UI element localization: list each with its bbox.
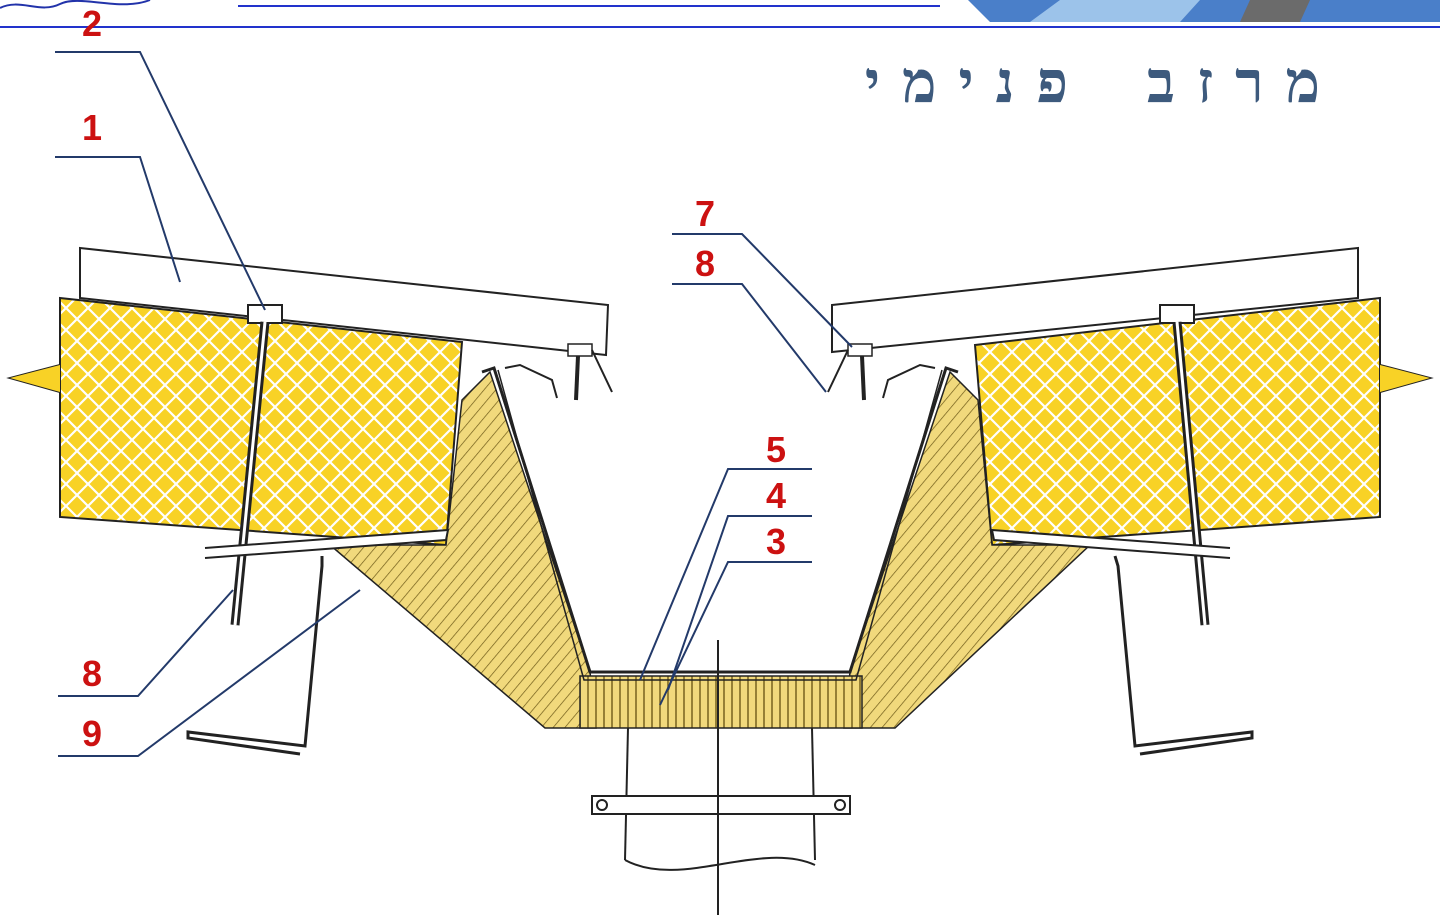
right-panel-top-sheet [831,246,1359,354]
leader-lines [55,51,853,757]
left-wool-wedge [327,370,597,729]
gutter-trough [481,363,959,681]
right-bottom-plate [990,528,1231,559]
left-edge-screw [567,343,613,401]
pipe-clamp [591,795,851,815]
leader-8-top [672,283,827,393]
leader-8-bottom [58,589,234,697]
logo-icon [0,0,151,9]
left-panel-top-sheet [79,246,610,357]
leader-3 [659,561,812,706]
support-brackets [186,528,1254,756]
left-panel [6,246,610,547]
drain-pipe [591,640,851,915]
right-gutter-flange [882,363,936,399]
right-wool-wedge [843,370,1092,729]
callout-1: 1 [82,107,103,148]
page-title: מרזב פנימי [864,48,1342,116]
leader-9 [58,589,361,757]
leader-5 [639,468,812,681]
leader-2 [55,51,266,311]
callout-2: 2 [82,3,103,44]
right-panel-joint [1379,298,1434,517]
callout-7: 7 [695,193,716,234]
panel-screws [230,304,1210,626]
leader-7 [672,233,853,348]
callout-4: 4 [766,475,787,516]
leader-4 [667,515,812,691]
callout-8-bottom: 8 [82,653,103,694]
right-panel [831,246,1434,547]
callout-8-top: 8 [695,243,716,284]
callout-9: 9 [82,713,103,754]
callout-3: 3 [766,521,787,562]
header [0,0,1440,28]
right-edge-screw [827,343,873,401]
callout-5: 5 [766,429,787,470]
gutter-sheet [481,366,959,674]
gutter-insulation [327,370,1092,729]
left-panel-screw [230,304,283,626]
right-panel-screw [1159,304,1210,626]
gutter-bottom-wool [579,675,863,729]
leader-1 [55,156,181,283]
right-z-purlin [1113,555,1254,756]
edge-screws [567,343,873,401]
left-z-purlin [186,556,324,756]
left-bottom-plate [204,528,450,559]
left-gutter-flange [504,363,558,399]
left-panel-joint [6,298,61,517]
